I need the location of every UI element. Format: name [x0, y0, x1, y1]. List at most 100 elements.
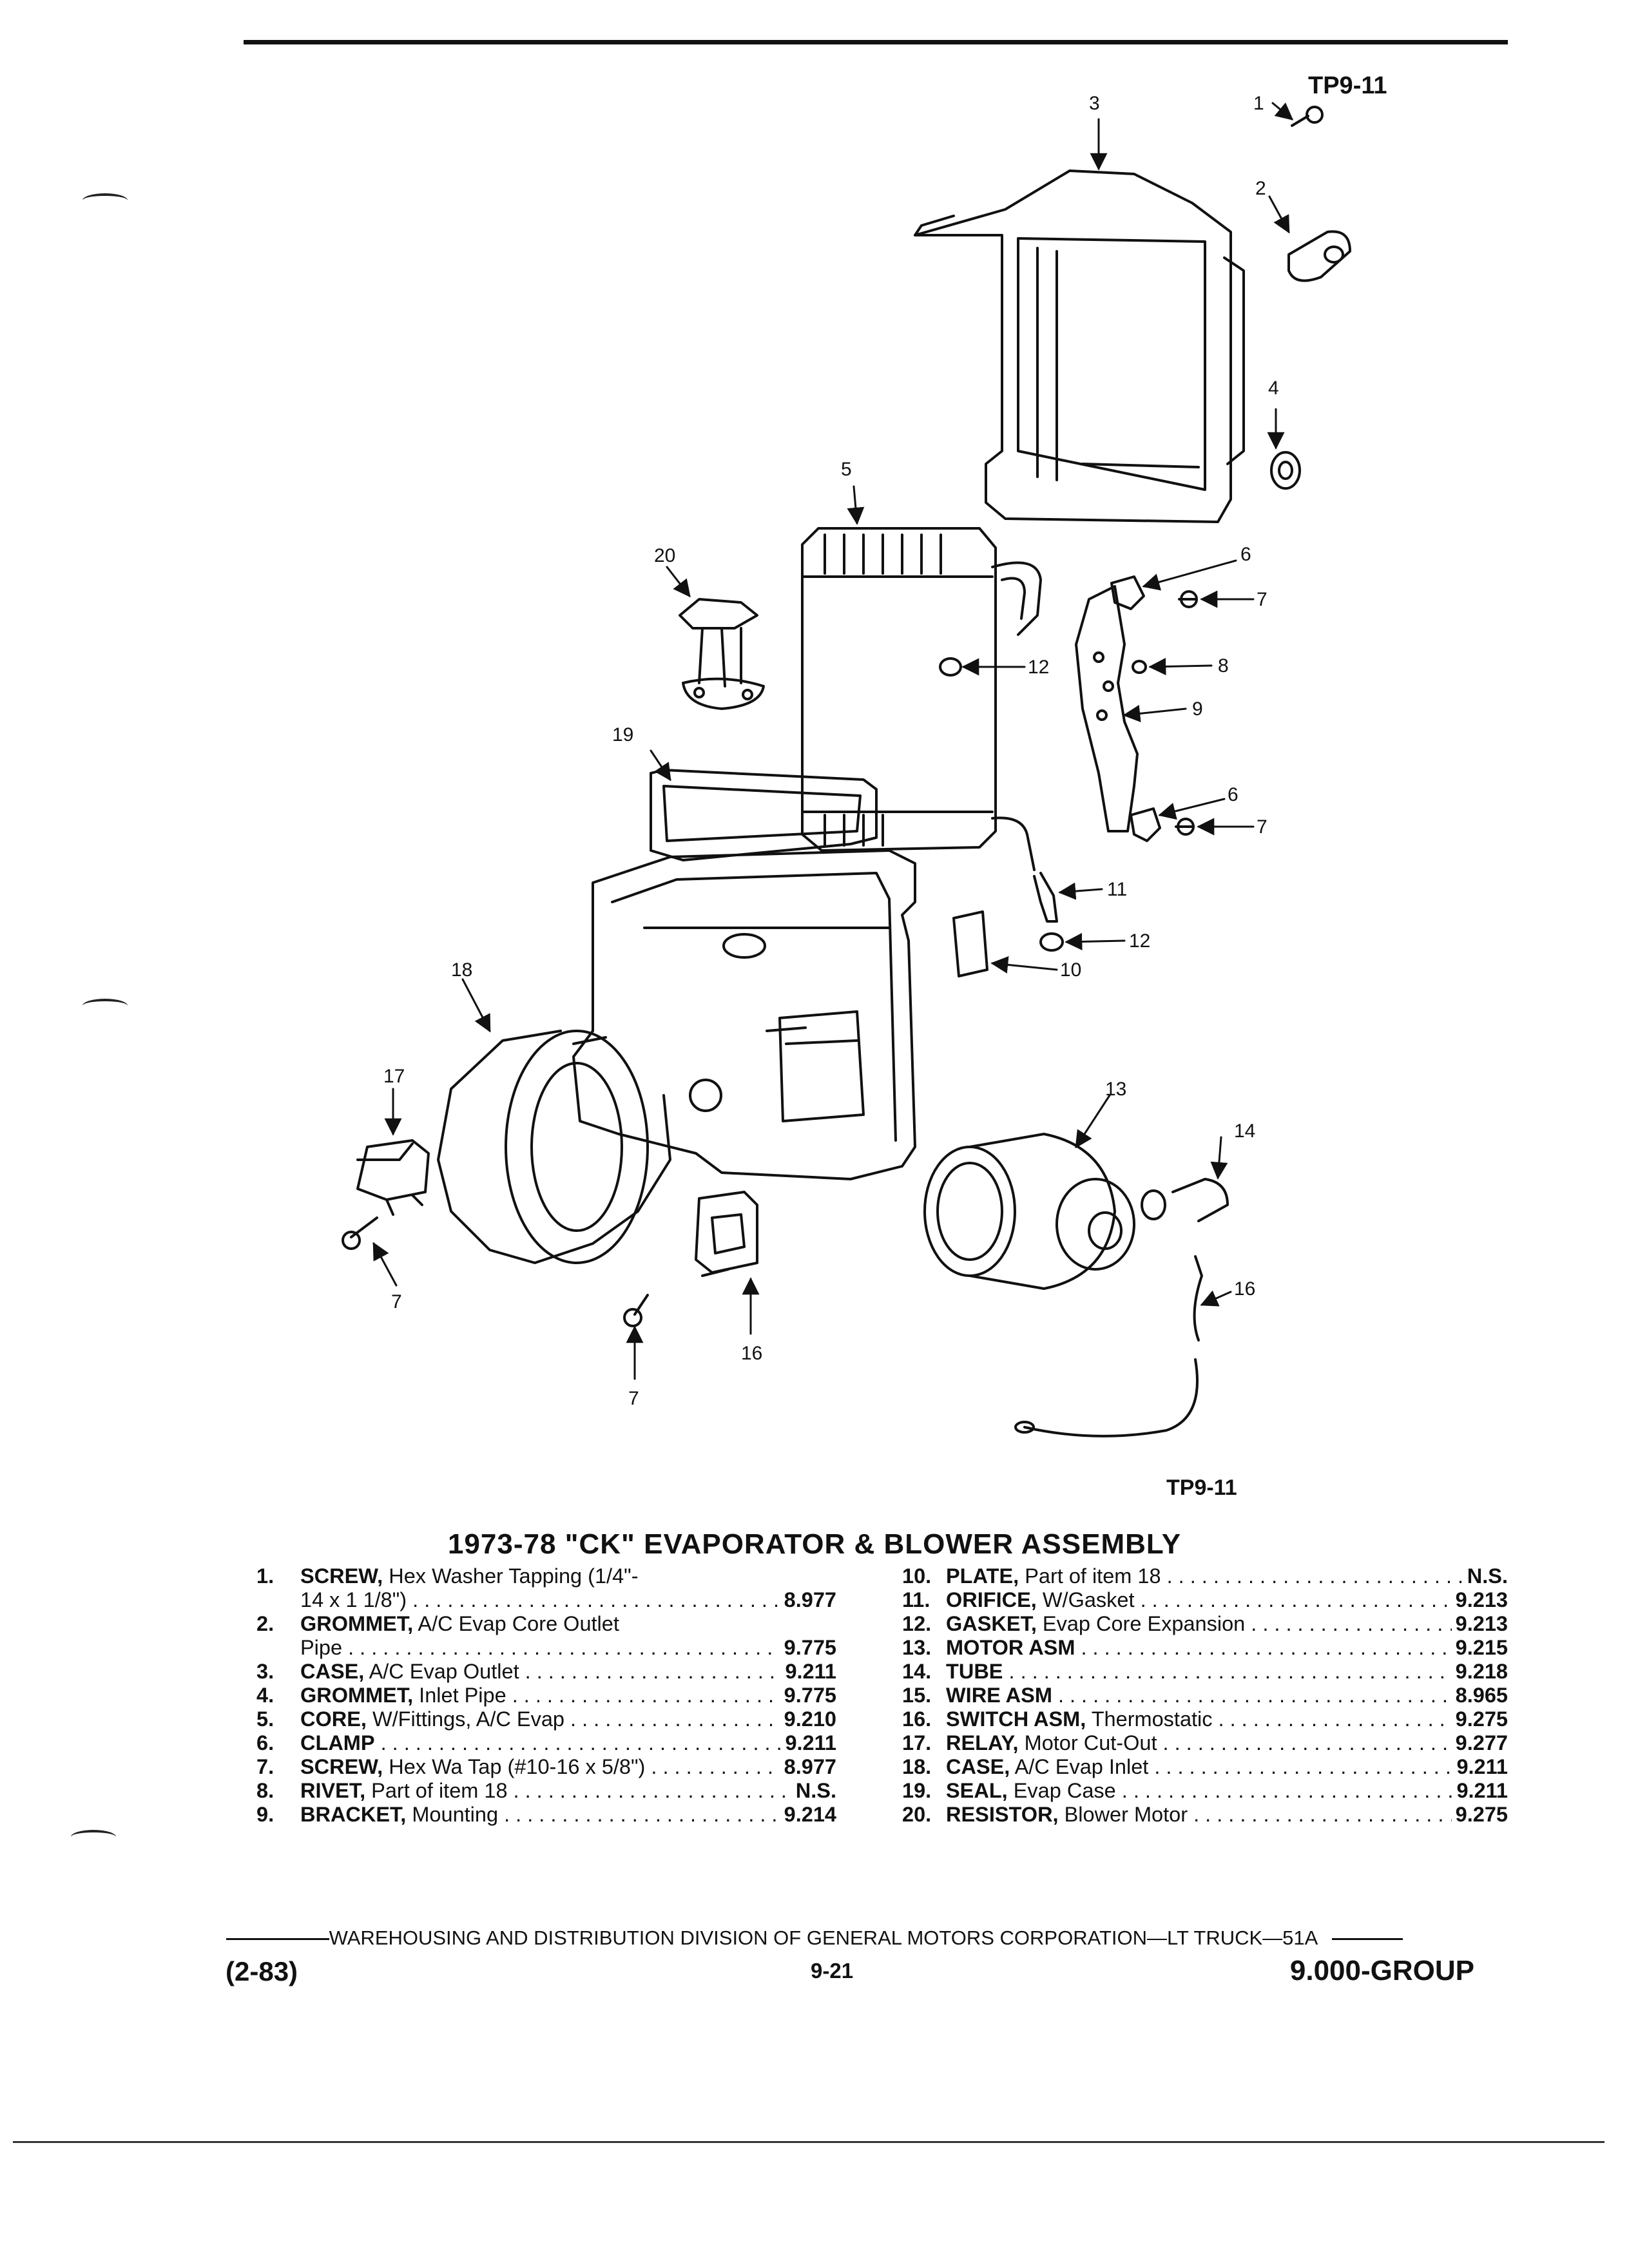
motor-cutout-relay: [356, 1139, 430, 1216]
part-number: 12.: [902, 1612, 932, 1635]
part-description: CLAMP: [300, 1731, 836, 1755]
callout-5: 5: [841, 459, 852, 480]
tapping-screw: [1291, 106, 1324, 127]
part-number: 17.: [902, 1731, 932, 1754]
callout-6b: 6: [1228, 784, 1239, 805]
group-number: N.S.: [1463, 1564, 1508, 1588]
parts-row: 10.PLATE, Part of item 18N.S.: [902, 1564, 1508, 1588]
part-description: SEAL, Evap Case: [946, 1779, 1508, 1803]
group-number: 9.277: [1451, 1731, 1508, 1755]
grommet-inlet-pipe: [1270, 451, 1301, 490]
parts-row: 9.BRACKET, Mounting9.214: [256, 1803, 836, 1827]
part-description: ORIFICE, W/Gasket: [946, 1588, 1508, 1612]
footer-division: WAREHOUSING AND DISTRIBUTION DIVISION OF…: [329, 1927, 1318, 1949]
part-description: RESISTOR, Blower Motor: [946, 1803, 1508, 1827]
part-name: SCREW,: [300, 1755, 383, 1778]
callout-9: 9: [1192, 698, 1203, 720]
clamps: [1110, 575, 1161, 842]
part-number: 19.: [902, 1779, 932, 1802]
part-name: CASE,: [946, 1755, 1010, 1778]
callout-6: 6: [1240, 544, 1251, 565]
part-detail-continued: Pipe: [300, 1636, 836, 1660]
part-description: MOTOR ASM: [946, 1636, 1508, 1660]
plate: [952, 910, 988, 977]
part-number: 7.: [256, 1755, 275, 1778]
part-description: BRACKET, Mounting: [300, 1803, 836, 1827]
part-name: SWITCH ASM,: [946, 1707, 1086, 1731]
callout-4: 4: [1268, 378, 1279, 399]
callout-8: 8: [1218, 655, 1229, 677]
part-number: 2.: [256, 1612, 275, 1635]
parts-row: 12.GASKET, Evap Core Expansion9.213: [902, 1612, 1508, 1636]
part-description: CASE, A/C Evap Inlet: [946, 1755, 1508, 1779]
group-number: 9.775: [780, 1684, 836, 1707]
part-description: SCREW, Hex Wa Tap (#10-16 x 5/8"): [300, 1755, 836, 1779]
part-detail: A/C Evap Inlet: [1014, 1755, 1149, 1778]
parts-row: 1. SCREW, Hex Washer Tapping (1/4"-: [256, 1564, 836, 1588]
part-description: SCREW, Hex Washer Tapping (1/4"-: [300, 1564, 836, 1588]
part-number: 16.: [902, 1707, 932, 1731]
callout-7b: 7: [1257, 816, 1268, 838]
parts-list-right: 10.PLATE, Part of item 18N.S.11.ORIFICE,…: [902, 1564, 1508, 1827]
part-name: MOTOR ASM: [946, 1636, 1075, 1659]
part-detail-line2: Pipe: [300, 1636, 343, 1659]
part-detail: Evap Core Expansion: [1042, 1612, 1246, 1635]
part-name: ORIFICE,: [946, 1588, 1037, 1611]
part-description: GROMMET, A/C Evap Core Outlet: [300, 1612, 836, 1636]
parts-row: 19. SEAL, Evap Case9.211: [902, 1779, 1508, 1803]
evap-case-seal: [650, 769, 878, 861]
evap-outlet-case: [914, 169, 1245, 523]
callout-2: 2: [1255, 178, 1266, 199]
rivet: [1132, 660, 1147, 674]
gasket: [1039, 932, 1064, 952]
callout-labels: 1 2 3 4 5 6 7 8 9 6 7 12 11 12 10 20 19 …: [383, 93, 1279, 1409]
part-number: 8.: [256, 1779, 275, 1802]
part-number: 15.: [902, 1684, 932, 1707]
part-detail: Mounting: [412, 1803, 499, 1826]
callout-14: 14: [1234, 1120, 1255, 1142]
part-detail-continued: 14 x 1 1/8"): [300, 1588, 836, 1612]
parts-row-continued: 14 x 1 1/8")8.977: [256, 1588, 836, 1612]
group-number: 8.977: [780, 1588, 836, 1612]
bottom-rule: [13, 2141, 1605, 2143]
margin-mark: [71, 1830, 116, 1844]
part-detail: Hex Washer Tapping (1/4"-: [389, 1564, 639, 1588]
wire-asm: [1014, 1255, 1203, 1437]
part-name: RELAY,: [946, 1731, 1019, 1754]
group-number: 8.977: [780, 1755, 836, 1779]
part-detail: Thermostatic: [1091, 1707, 1213, 1731]
part-detail: Evap Case: [1013, 1779, 1116, 1802]
callout-7d: 7: [628, 1388, 639, 1409]
evap-inlet-case: [437, 849, 916, 1264]
callout-20: 20: [654, 545, 675, 566]
part-number: 9.: [256, 1803, 275, 1826]
part-name: WIRE ASM: [946, 1684, 1052, 1707]
group-number: 9.213: [1451, 1588, 1508, 1612]
footer-page-number: 9-21: [811, 1959, 854, 1983]
part-name: GROMMET,: [300, 1684, 414, 1707]
part-description: TUBE: [946, 1660, 1508, 1684]
part-description: PLATE, Part of item 18: [946, 1564, 1508, 1588]
parts-list-left: 1. SCREW, Hex Washer Tapping (1/4"-14 x 1…: [256, 1564, 836, 1827]
footer-division-line: WAREHOUSING AND DISTRIBUTION DIVISION OF…: [0, 1927, 1629, 1950]
parts-row: 4. GROMMET, Inlet Pipe9.775: [256, 1684, 836, 1707]
callout-7c: 7: [391, 1291, 402, 1312]
top-figure-code: TP9-11: [1308, 72, 1387, 99]
parts-row: 11.ORIFICE, W/Gasket9.213: [902, 1588, 1508, 1612]
part-description: GROMMET, Inlet Pipe: [300, 1684, 836, 1707]
part-number: 3.: [256, 1660, 275, 1683]
callout-11: 11: [1107, 879, 1127, 900]
part-description: GASKET, Evap Core Expansion: [946, 1612, 1508, 1636]
parts-row: 17.RELAY, Motor Cut-Out9.277: [902, 1731, 1508, 1755]
callout-19: 19: [612, 724, 633, 745]
part-number: 14.: [902, 1660, 932, 1683]
part-number: 4.: [256, 1684, 275, 1707]
group-number: 9.211: [1452, 1779, 1508, 1803]
part-detail: Hex Wa Tap (#10-16 x 5/8"): [389, 1755, 646, 1778]
thermostatic-switch: [695, 1191, 758, 1277]
callout-3: 3: [1089, 93, 1100, 114]
part-number: 1.: [256, 1564, 275, 1588]
group-number: N.S.: [791, 1779, 836, 1803]
callout-16b: 16: [1234, 1278, 1255, 1300]
part-number: 6.: [256, 1731, 275, 1754]
